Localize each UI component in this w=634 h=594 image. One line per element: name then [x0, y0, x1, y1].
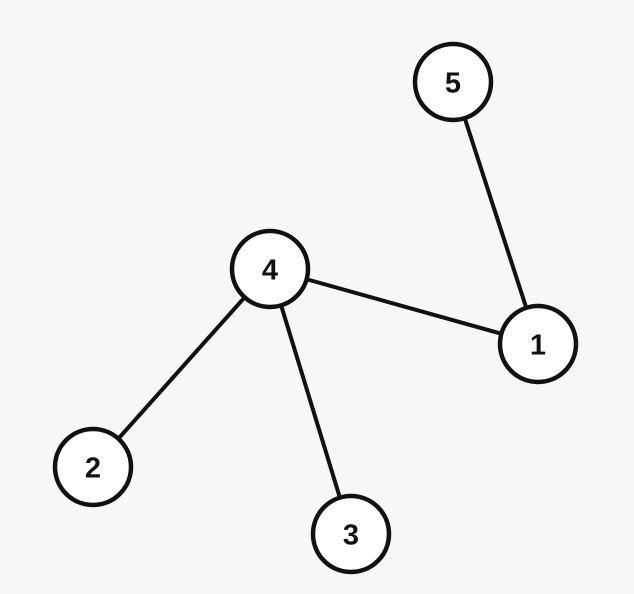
graph-node-label-4: 4	[262, 254, 278, 286]
graph-node-1: 1	[497, 303, 579, 385]
graph-edge-4-2	[91, 267, 272, 469]
graph-node-label-1: 1	[530, 329, 546, 361]
graph-node-3: 3	[310, 493, 392, 575]
graph-edge-5-1	[451, 81, 540, 345]
graph-edge-4-3	[268, 268, 353, 535]
graph-node-label-2: 2	[85, 452, 101, 484]
graph-node-2: 2	[52, 426, 134, 508]
graph-node-label-3: 3	[343, 519, 359, 551]
graph-node-circle-5	[412, 41, 494, 123]
graph-node-circle-3	[310, 493, 392, 575]
graph-node-label-5: 5	[445, 67, 461, 99]
graph-node-circle-1	[497, 303, 579, 385]
graph-node-4: 4	[229, 228, 311, 310]
graph-node-circle-2	[52, 426, 134, 508]
graph-node-circle-4	[229, 228, 311, 310]
graph-edge-4-1	[269, 267, 539, 346]
graph-node-5: 5	[412, 41, 494, 123]
